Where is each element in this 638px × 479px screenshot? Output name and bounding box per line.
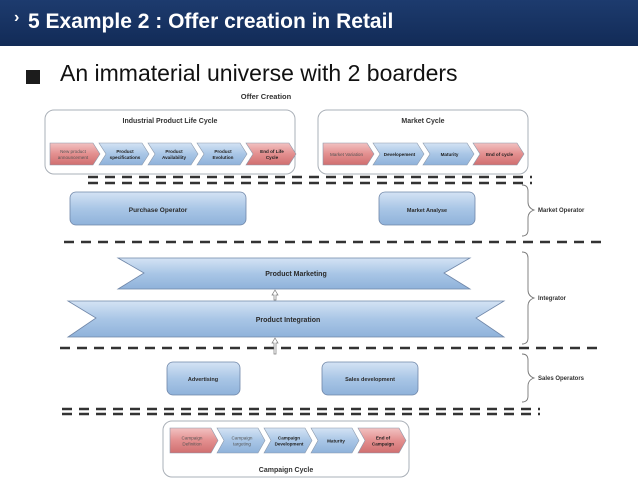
separator-1: [88, 175, 532, 185]
market-step-row: Market Variation Developement Maturity End …: [322, 142, 525, 166]
market-group-frame: [317, 109, 529, 175]
market-step-4: End of cycle: [472, 142, 525, 166]
market-operator-label: Market Operator: [538, 208, 585, 214]
product-integration-shape: Product Integration: [66, 300, 506, 338]
campaign-step-row: CampaignDefinitionCampaigntargetingCampa…: [169, 427, 407, 454]
campaign-step-label: targeting: [233, 442, 251, 447]
diagram-title: Offer Creation: [241, 92, 292, 101]
ipl-step-label: Availability: [162, 155, 187, 160]
sales-development-box: Sales development: [321, 361, 419, 396]
svg-text:Sales development: Sales development: [345, 377, 395, 383]
campaign-step-5: End of Campaign: [357, 427, 407, 454]
ipl-step-label: Product: [165, 149, 183, 154]
sales-operators-brace: [521, 353, 536, 403]
sales-operators-label: Sales Operators: [538, 376, 585, 382]
purchase-operator-box: Purchase Operator: [69, 191, 247, 226]
ipl-group-frame: [44, 109, 296, 175]
campaign-step-label: Definition: [182, 442, 202, 447]
svg-text:Market Analyse: Market Analyse: [407, 208, 447, 214]
market-group-label: Market Cycle: [401, 118, 444, 125]
advertising-box: Advertising: [166, 361, 241, 396]
market-step-2: Developement: [372, 142, 425, 166]
product-marketing-shape: Product Marketing: [116, 257, 472, 290]
market-operator-brace: [521, 184, 536, 237]
slide-subtitle: An immaterial universe with 2 boarders: [60, 60, 458, 86]
campaign-group-label: Campaign Cycle: [259, 467, 314, 474]
campaign-step-label: Campaign: [232, 435, 253, 440]
campaign-step-label: Maturity: [327, 439, 345, 444]
ipl-step-label: Product: [214, 149, 232, 154]
market-step-label: Maturity: [441, 152, 459, 157]
up-down-arrow-icon: [271, 289, 279, 355]
campaign-step-label: Campaign: [182, 435, 203, 440]
integrator-brace: [521, 251, 536, 345]
svg-text:Product Integration: Product Integration: [256, 317, 321, 324]
market-step-label: Developement: [384, 152, 416, 157]
chevron-right-icon: ›: [14, 9, 20, 26]
market-step-label: Market Variation: [330, 152, 364, 157]
campaign-step-4: Maturity: [310, 427, 360, 454]
integrator-label: Integrator: [538, 296, 567, 302]
ipl-step-label: New product: [60, 149, 87, 154]
slide-title: 5 Example 2 : Offer creation in Retail: [28, 10, 394, 33]
title-bar: › 5 Example 2 : Offer creation in Retail: [0, 0, 638, 46]
ipl-step-label: Cycle: [266, 155, 279, 160]
svg-text:Purchase Operator: Purchase Operator: [129, 207, 188, 214]
separator-4: [62, 407, 540, 416]
market-step-3: Maturity: [422, 142, 475, 166]
ipl-step-label: announcement: [58, 155, 89, 160]
ipl-group-label: Industrial Product Life Cycle: [123, 118, 218, 125]
market-analyse-box: Market Analyse: [378, 191, 476, 226]
ipl-step-label: Evolution: [213, 155, 234, 160]
ipl-step-label: Product: [116, 149, 134, 154]
market-step-label: End of cycle: [486, 152, 514, 157]
campaign-step-label: Campaign: [372, 442, 394, 447]
campaign-group-frame: [162, 420, 410, 478]
campaign-step-label: Campaign: [278, 435, 300, 440]
market-step-1: Market Variation: [322, 142, 375, 166]
campaign-step-2: Campaign targeting: [216, 427, 266, 454]
svg-text:Advertising: Advertising: [188, 377, 218, 383]
bullet-square-icon: [26, 70, 40, 84]
ipl-step-label: End of Life: [260, 149, 284, 154]
campaign-step-label: Development: [275, 442, 304, 447]
ipl-step-row: New productannouncementProductspecificat…: [49, 142, 297, 166]
svg-text:Product Marketing: Product Marketing: [265, 271, 326, 278]
campaign-step-label: End of: [376, 435, 391, 440]
ipl-step-label: specifications: [110, 155, 141, 160]
